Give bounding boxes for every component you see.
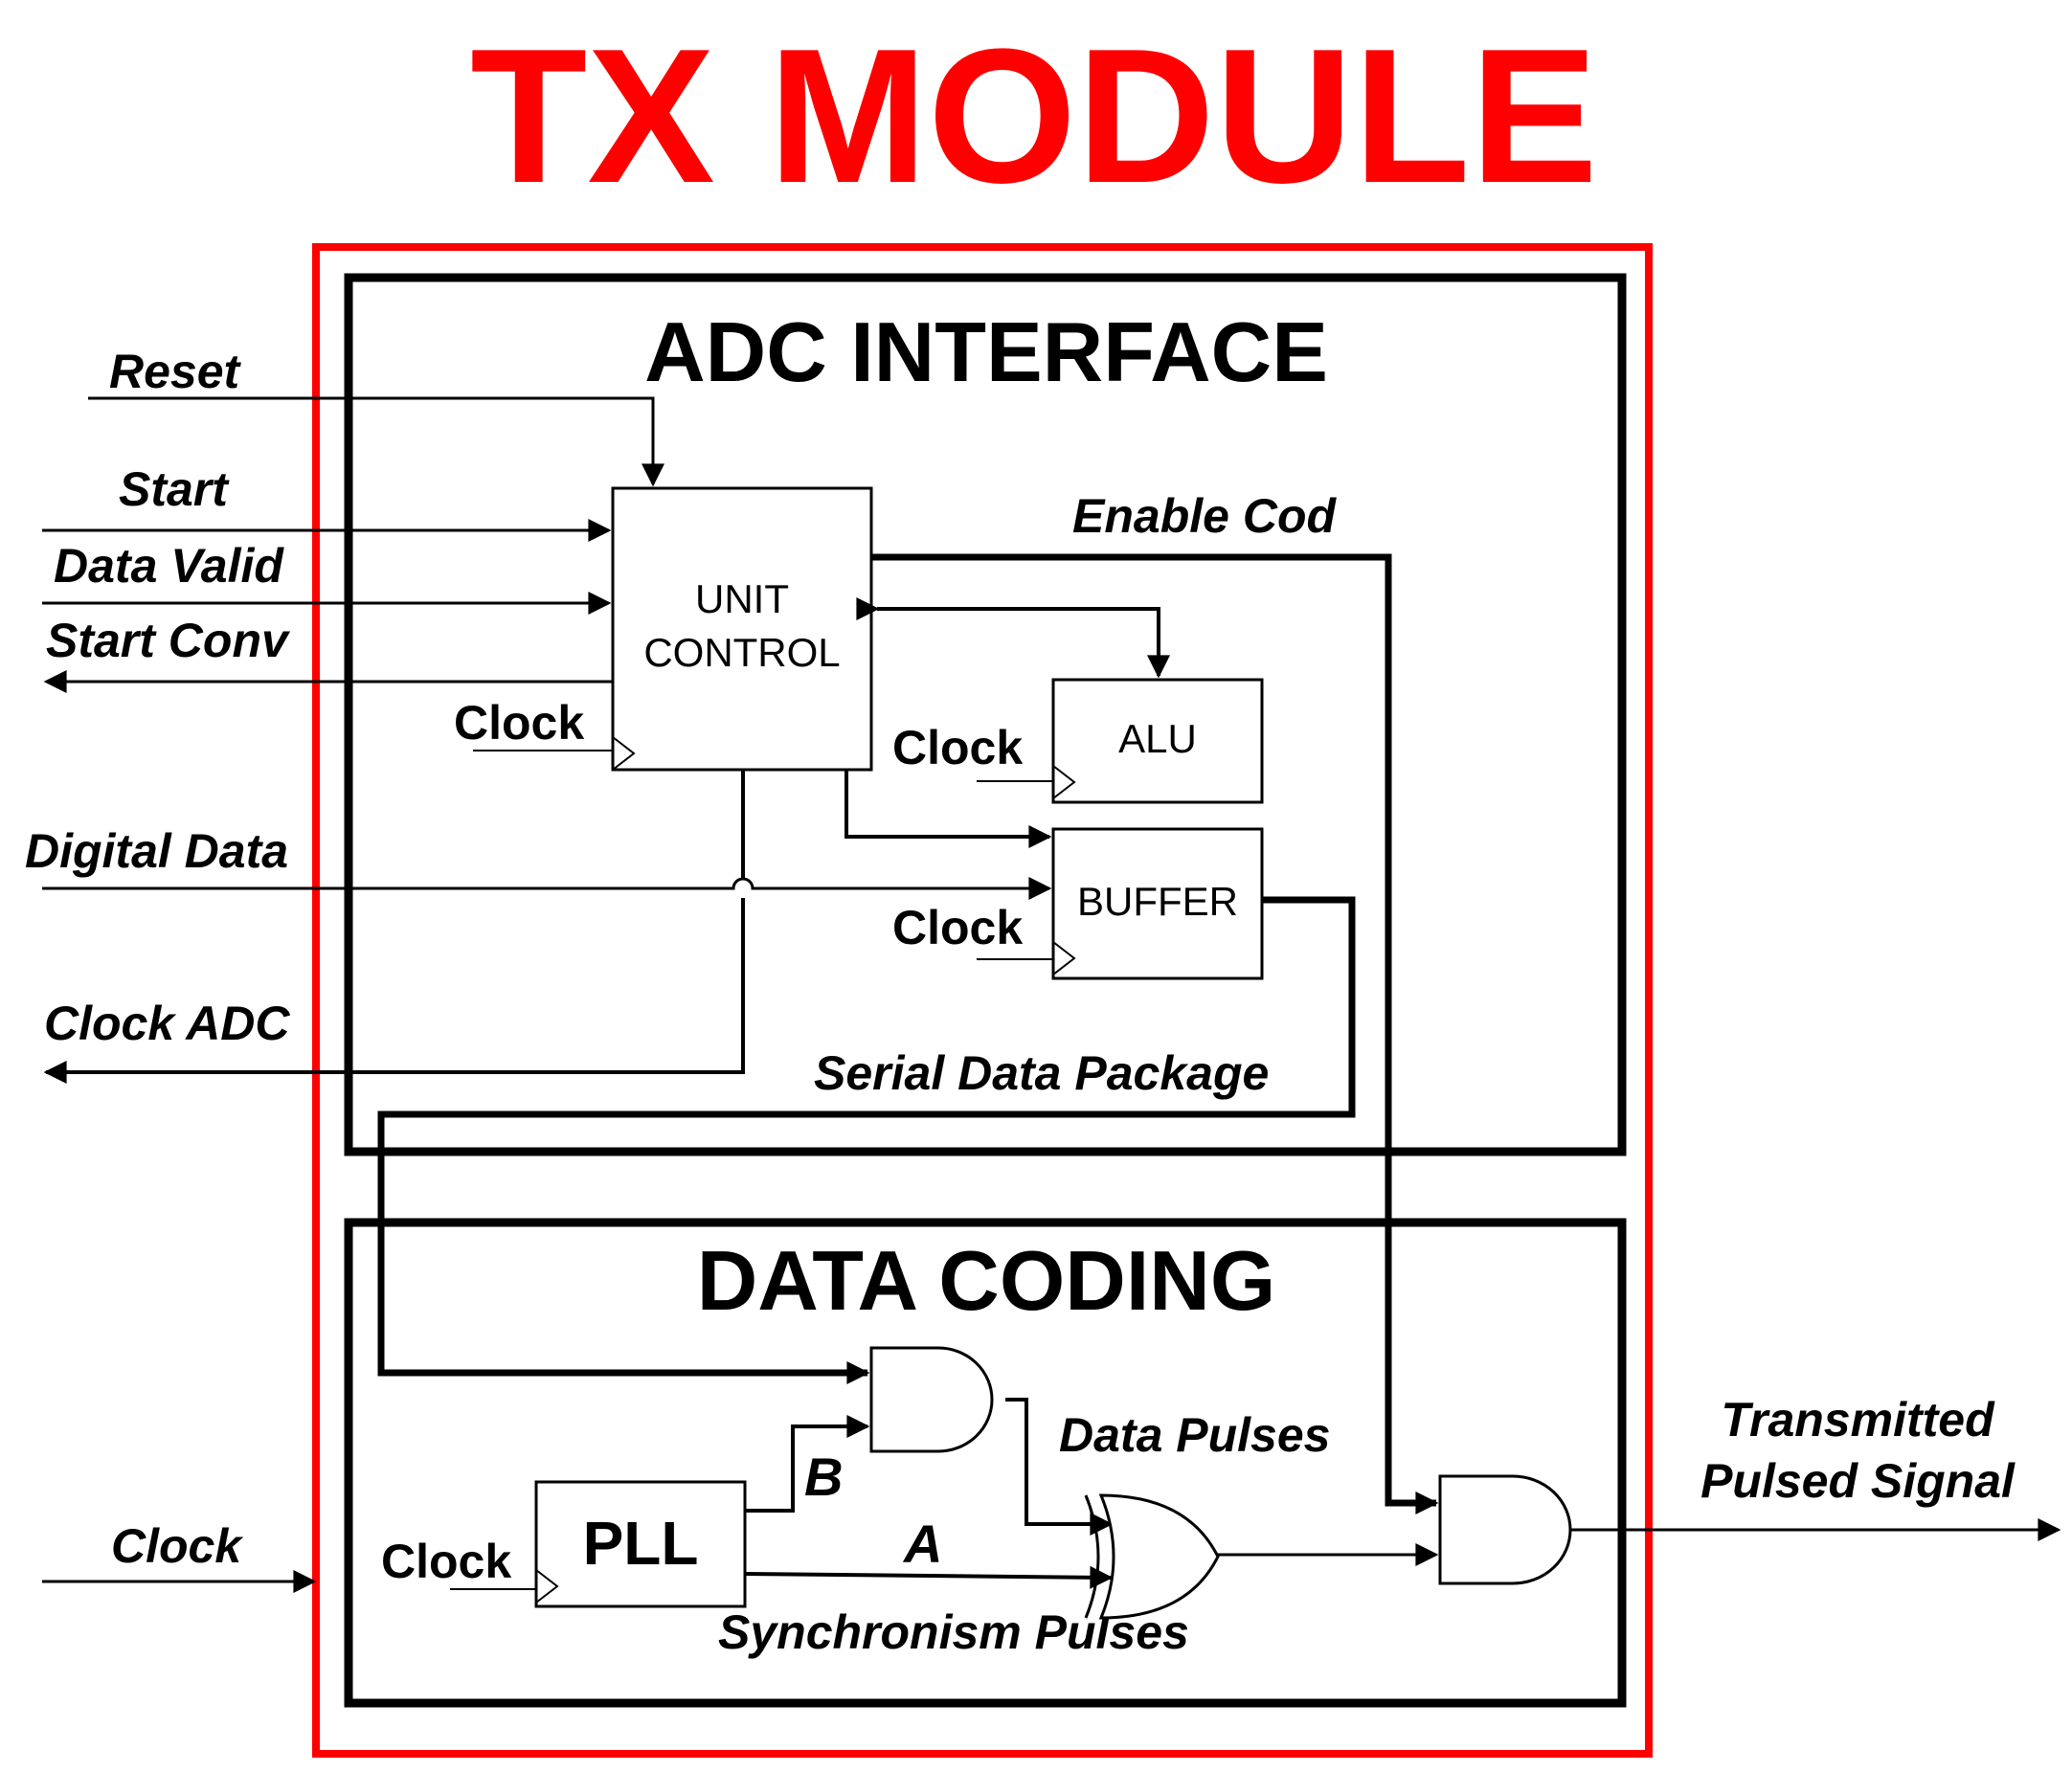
start-label: Start: [119, 462, 230, 516]
tx-module-border: [312, 243, 1653, 1758]
pll-clock-label: Clock: [381, 1535, 511, 1588]
serial-data-package-label: Serial Data Package: [814, 1046, 1269, 1100]
alu-bus-wire: [856, 597, 1170, 679]
or-gate-back-curve: [1084, 1494, 1100, 1619]
and-gate-data: [869, 1346, 994, 1453]
data-valid-label: Data Valid: [54, 539, 284, 593]
alu-clock-pin: [1052, 765, 1076, 799]
alu-clock-label: Clock: [892, 721, 1023, 774]
start-conv-label: Start Conv: [46, 614, 291, 667]
wires: [42, 396, 2061, 1593]
data-pulses-label: Data Pulses: [1059, 1408, 1330, 1462]
unit-control-clock-label: Clock: [454, 696, 584, 750]
pll-clock-pin: [535, 1569, 559, 1604]
digital-data-wire: [42, 877, 1052, 900]
transmitted-label-1: Transmitted: [1721, 1393, 1995, 1447]
buffer-box: [1051, 827, 1264, 980]
digital-data-label: Digital Data: [25, 824, 288, 878]
adc-interface-title: ADC INTERFACE: [644, 304, 1328, 399]
clock-adc-label: Clock ADC: [44, 997, 290, 1050]
pll-label: PLL: [583, 1509, 699, 1578]
unit-control-label-1: UNIT: [695, 576, 789, 621]
data-coding-title: DATA CODING: [697, 1233, 1276, 1328]
enable-cod-label: Enable Cod: [1072, 489, 1337, 543]
unit-control-label-2: CONTROL: [643, 630, 840, 675]
and-gate-output: [1438, 1474, 1572, 1585]
enable-cod-wire: [871, 553, 1439, 1514]
buffer-label: BUFFER: [1077, 879, 1238, 924]
data-coding-block: [344, 1218, 1627, 1708]
control-to-buffer-wire: [845, 770, 1052, 848]
page-title: TX MODULE: [470, 10, 1598, 223]
reset-wire: [88, 396, 664, 487]
unit-control-clock-pin: [612, 736, 636, 771]
alu-label: ALU: [1118, 716, 1197, 761]
buffer-clock-pin: [1052, 941, 1076, 976]
alu-box: [1051, 678, 1264, 804]
a-wire: [744, 1565, 1114, 1589]
and1-to-or-wire: [1005, 1398, 1114, 1536]
unit-control-box: [611, 486, 873, 772]
pll-box: [534, 1480, 747, 1608]
b-wire: [745, 1415, 870, 1513]
clock-adc-wire-lower: [43, 898, 745, 1084]
reset-label: Reset: [109, 345, 242, 398]
buffer-clock-label: Clock: [892, 901, 1023, 954]
clock-input-label: Clock: [111, 1519, 243, 1573]
b-label: B: [804, 1447, 843, 1507]
a-label: A: [902, 1514, 942, 1574]
transmitted-label-2: Pulsed Signal: [1700, 1454, 2016, 1508]
serial-data-wire: [377, 896, 1356, 1384]
or-gate: [1098, 1493, 1220, 1620]
adc-interface-block: [344, 273, 1627, 1156]
